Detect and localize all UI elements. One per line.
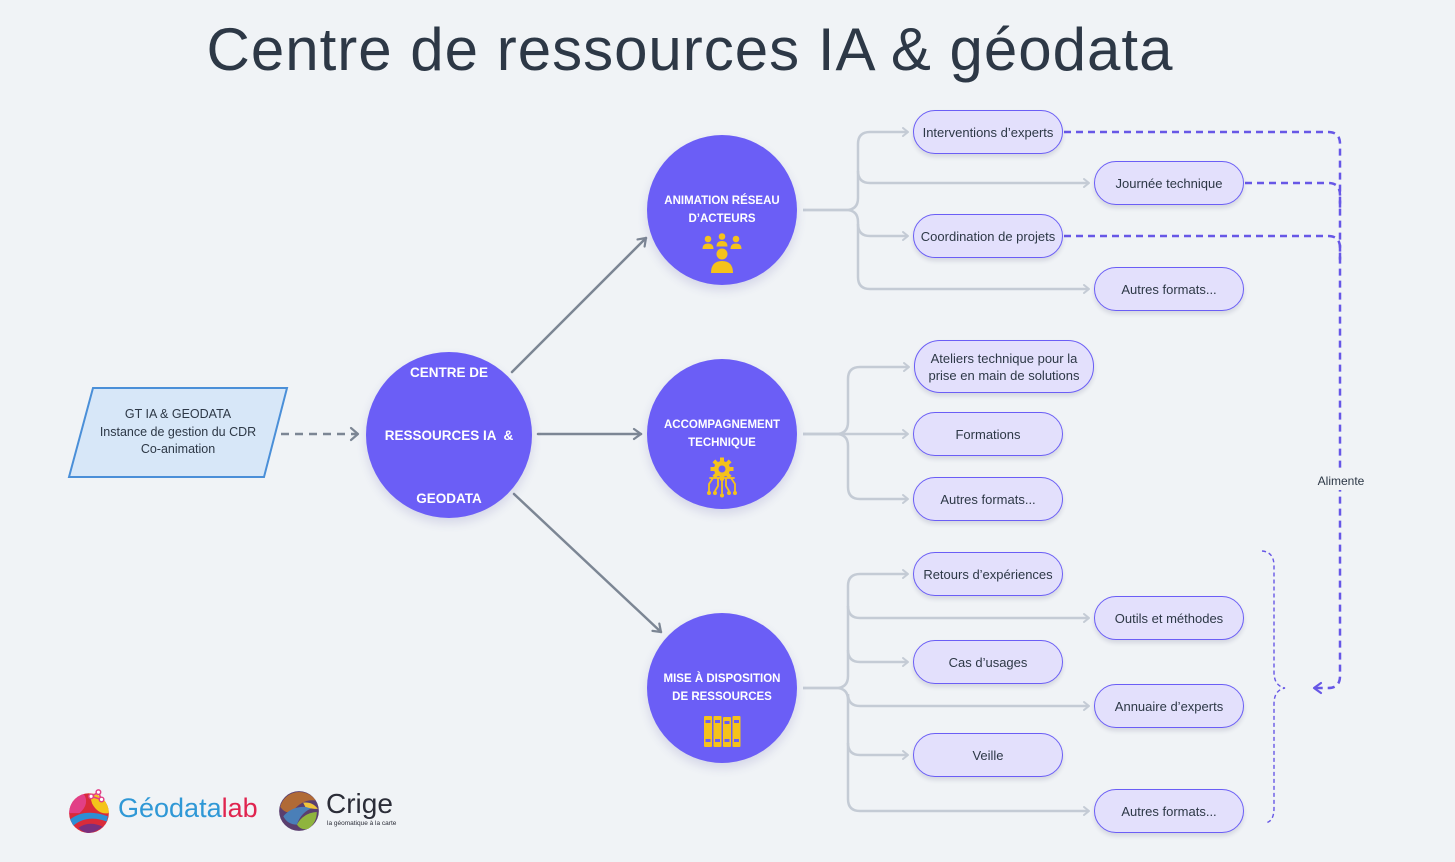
pillar-animation-circle: ANIMATION RÉSEAU D’ACTEURS (647, 135, 797, 285)
governance-to-hub-arrowhead (349, 426, 360, 442)
item-autres-formats-ressources: Autres formats... (1094, 789, 1244, 833)
governance-line: Co-animation (140, 442, 216, 456)
hub-circle: CENTRE DE RESSOURCES IA & GEODATA (366, 352, 532, 518)
geodatalab-wordmark-part2: lab (221, 793, 258, 823)
pillar-ressources-circle: MISE À DISPOSITION DE RESSOURCES (647, 613, 797, 763)
item-cas-usages: Cas d’usages (913, 640, 1063, 684)
hub-label-line: GEODATA (416, 490, 482, 506)
branch-connector (846, 693, 1090, 711)
branch-connector (856, 170, 1090, 188)
pillar-label: ACCOMPAGNEMENT TECHNIQUE (647, 416, 797, 452)
hub-label: CENTRE DE RESSOURCES IA & GEODATA (385, 320, 514, 551)
pillar-label: ANIMATION RÉSEAU D’ACTEURS (647, 192, 797, 228)
branch-connector (856, 223, 909, 241)
pillar-label-line: D’ACTEURS (688, 213, 756, 225)
crige-tagline: la géomatique à la carte (327, 820, 397, 827)
item-coordination-projets: Coordination de projets (913, 214, 1063, 258)
gear-circuit-icon (707, 457, 737, 498)
governance-label: GT IA & GEODATA Instance de gestion du C… (80, 406, 276, 459)
pillar-label-line: MISE À DISPOSITION (663, 673, 781, 685)
pillar-label: MISE À DISPOSITION DE RESSOURCES (647, 670, 797, 706)
crige-emblem-icon (279, 791, 319, 831)
branch-connector (803, 569, 909, 690)
branch-connector (846, 649, 909, 667)
people-icon (702, 233, 742, 273)
item-outils-methodes: Outils et méthodes (1094, 596, 1244, 640)
feed-line-interventions (1064, 130, 1342, 695)
geodatalab-emblem-icon (69, 789, 109, 833)
feed-line-coordination (1064, 234, 1342, 262)
pillar-label-line: ACCOMPAGNEMENT (663, 419, 781, 431)
crige-wordmark: Crige (326, 788, 393, 819)
branch-connector (803, 208, 1090, 294)
branch-connector (803, 127, 909, 212)
item-ateliers-techniques: Ateliers technique pour la prise en main… (914, 340, 1094, 393)
governance-line: Instance de gestion du CDR (99, 424, 257, 439)
item-annuaire-experts: Annuaire d’experts (1094, 684, 1244, 728)
branch-connector (846, 742, 909, 760)
hub-to-ressources-arrow (512, 492, 663, 634)
hub-label-line: CENTRE DE (409, 364, 488, 380)
pillar-label-line: ANIMATION RÉSEAU (664, 195, 780, 207)
pillar-label-line: DE RESSOURCES (672, 691, 772, 703)
pillar-label-line: TECHNIQUE (688, 437, 756, 449)
geodatalab-wordmark-part1: Géodata (118, 793, 222, 823)
hub-to-animation-arrow (510, 236, 648, 374)
item-veille: Veille (913, 733, 1063, 777)
branch-connector (803, 362, 910, 436)
item-journee-technique: Journée technique (1094, 161, 1244, 205)
branch-connector (846, 605, 1090, 623)
branch-connector (803, 432, 909, 504)
feed-line-journee (1245, 181, 1342, 210)
page-title: Centre de ressources IA & géodata (206, 16, 1174, 83)
hub-label-line: RESSOURCES IA & (384, 427, 514, 443)
feeds-label: Alimente (1312, 472, 1370, 490)
item-autres-formats-accompagnement: Autres formats... (913, 477, 1063, 521)
governance-parallelogram (67, 387, 289, 478)
pillar-accompagnement-circle: ACCOMPAGNEMENT TECHNIQUE (647, 359, 797, 509)
item-formations: Formations (913, 412, 1063, 456)
geodatalab-wordmark: Géodatalab (118, 792, 258, 824)
item-interventions-experts: Interventions d’experts (913, 110, 1063, 154)
resources-brace (1261, 550, 1286, 824)
books-icon (704, 716, 741, 747)
item-autres-formats-animation: Autres formats... (1094, 267, 1244, 311)
governance-line: GT IA & GEODATA (124, 407, 232, 421)
item-retours-experiences: Retours d’expériences (913, 552, 1063, 596)
